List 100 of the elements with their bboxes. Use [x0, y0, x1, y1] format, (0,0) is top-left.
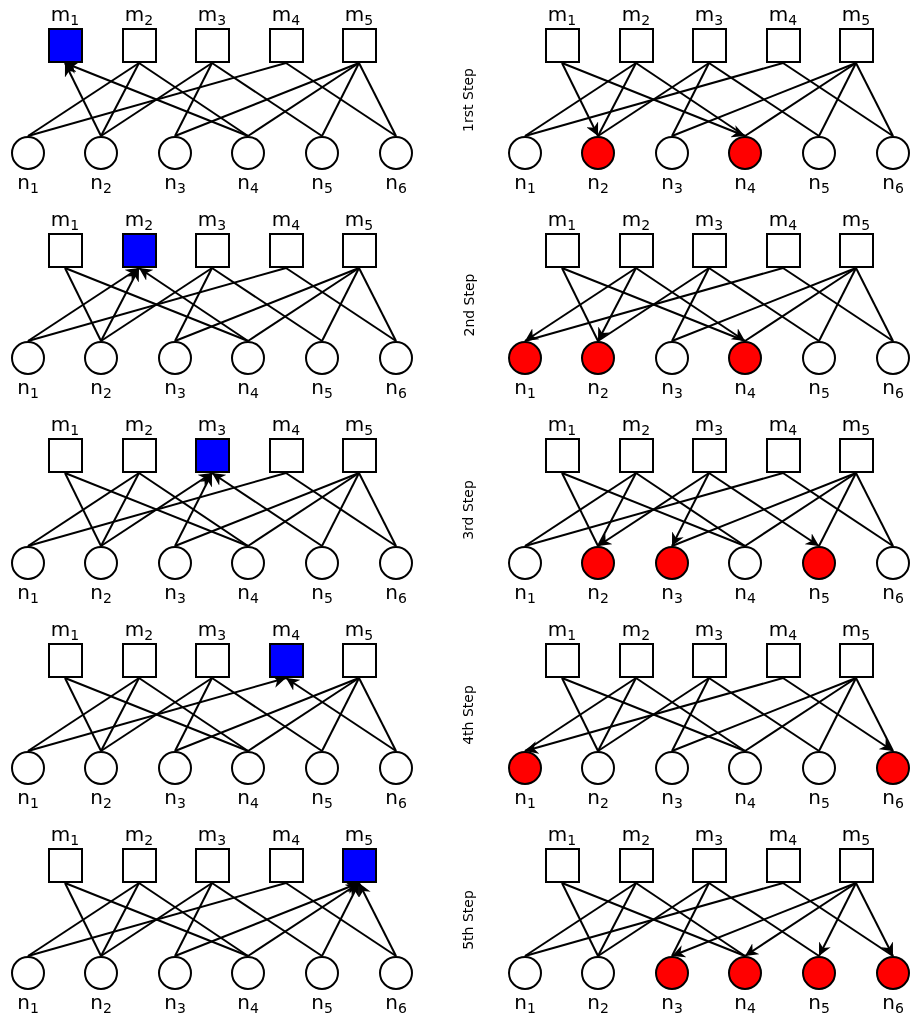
node-label: m$_{5}$: [840, 207, 872, 231]
connector-line: [597, 472, 637, 547]
connector-line: [635, 62, 746, 137]
connector-line: [782, 882, 894, 957]
connector-line: [27, 472, 287, 547]
node-label: n$_{2}$: [586, 785, 610, 809]
connector-line: [27, 677, 140, 752]
node-label: n$_{1}$: [16, 375, 40, 399]
node-label: m$_{1}$: [546, 412, 578, 436]
node-label: m$_{4}$: [767, 822, 799, 846]
node-label: n$_{2}$: [586, 580, 610, 604]
node-label: n$_{3}$: [660, 990, 684, 1014]
connector-line: [671, 267, 710, 342]
node-label: m$_{2}$: [123, 822, 155, 846]
connector-line: [744, 62, 857, 137]
connector-line: [321, 677, 360, 752]
connector-line: [247, 62, 360, 137]
connector-line: [671, 882, 710, 957]
node-label: m$_{3}$: [693, 2, 725, 26]
node-label: n$_{5}$: [310, 785, 334, 809]
node-label: n$_{1}$: [513, 375, 537, 399]
node-label: n$_{5}$: [807, 375, 831, 399]
connector-line: [100, 882, 140, 957]
connector-line: [818, 677, 857, 752]
node-label: m$_{3}$: [196, 207, 228, 231]
connector-line: [64, 882, 102, 957]
node-label: n$_{2}$: [89, 990, 113, 1014]
node-label: m$_{2}$: [123, 2, 155, 26]
node-label: m$_{1}$: [49, 2, 81, 26]
connector-line: [174, 267, 213, 342]
node-label: n$_{2}$: [89, 785, 113, 809]
arrow: [100, 267, 140, 342]
node-label: n$_{2}$: [586, 170, 610, 194]
node-label: n$_{1}$: [16, 785, 40, 809]
connector-line: [138, 882, 249, 957]
connector-line: [855, 267, 894, 342]
node-label: m$_{2}$: [620, 207, 652, 231]
connector-line: [285, 62, 397, 137]
node-label: m$_{2}$: [123, 412, 155, 436]
node-label: m$_{3}$: [693, 617, 725, 641]
arrow: [64, 62, 102, 137]
arrow: [174, 472, 213, 547]
node-label: m$_{4}$: [767, 2, 799, 26]
node-label: m$_{4}$: [270, 822, 302, 846]
node-label: m$_{1}$: [546, 822, 578, 846]
connector-line: [211, 677, 323, 752]
node-label: n$_{4}$: [733, 785, 757, 809]
node-label: n$_{5}$: [807, 990, 831, 1014]
connector-line: [597, 677, 710, 752]
connector-line: [524, 882, 784, 957]
connector-line: [247, 267, 360, 342]
node-label: n$_{4}$: [733, 990, 757, 1014]
node-label: n$_{4}$: [236, 580, 260, 604]
connector-line: [524, 267, 784, 342]
connector-line: [708, 62, 820, 137]
connector-line: [321, 62, 360, 137]
arrow: [358, 882, 397, 957]
connector-line: [782, 267, 894, 342]
connector-line: [27, 882, 140, 957]
connector-line: [744, 472, 857, 547]
node-label: n$_{5}$: [807, 785, 831, 809]
connector-line: [524, 62, 637, 137]
arrow: [597, 267, 637, 342]
node-label: m$_{5}$: [840, 822, 872, 846]
connector-line: [64, 267, 102, 342]
arrow: [561, 62, 599, 137]
node-label: n$_{1}$: [16, 580, 40, 604]
arrow: [671, 472, 710, 547]
connector-line: [855, 677, 894, 752]
step-label: 5th Step: [459, 890, 476, 950]
node-label: m$_{5}$: [840, 412, 872, 436]
step-label: 1rst Step: [459, 68, 476, 132]
node-label: n$_{3}$: [163, 580, 187, 604]
node-label: n$_{3}$: [660, 580, 684, 604]
connector-line: [100, 62, 213, 137]
node-label: n$_{5}$: [807, 580, 831, 604]
connector-line: [671, 62, 710, 137]
node-label: n$_{6}$: [881, 375, 905, 399]
node-label: n$_{1}$: [513, 170, 537, 194]
node-label: n$_{4}$: [236, 785, 260, 809]
node-label: n$_{6}$: [384, 785, 408, 809]
node-label: n$_{6}$: [384, 990, 408, 1014]
node-label: n$_{5}$: [310, 990, 334, 1014]
node-label: n$_{6}$: [881, 170, 905, 194]
connector-line: [247, 677, 360, 752]
node-label: n$_{1}$: [513, 785, 537, 809]
connector-line: [524, 472, 637, 547]
node-label: n$_{4}$: [236, 990, 260, 1014]
connector-line: [211, 882, 323, 957]
connector-line: [818, 62, 857, 137]
connector-line: [597, 882, 710, 957]
connector-line: [524, 677, 637, 752]
arrow: [27, 267, 140, 342]
arrow: [597, 472, 710, 547]
connector-line: [358, 677, 397, 752]
connector-line: [100, 677, 140, 752]
node-label: n$_{6}$: [881, 990, 905, 1014]
node-label: n$_{1}$: [16, 170, 40, 194]
connector-line: [524, 472, 784, 547]
node-label: n$_{6}$: [881, 580, 905, 604]
